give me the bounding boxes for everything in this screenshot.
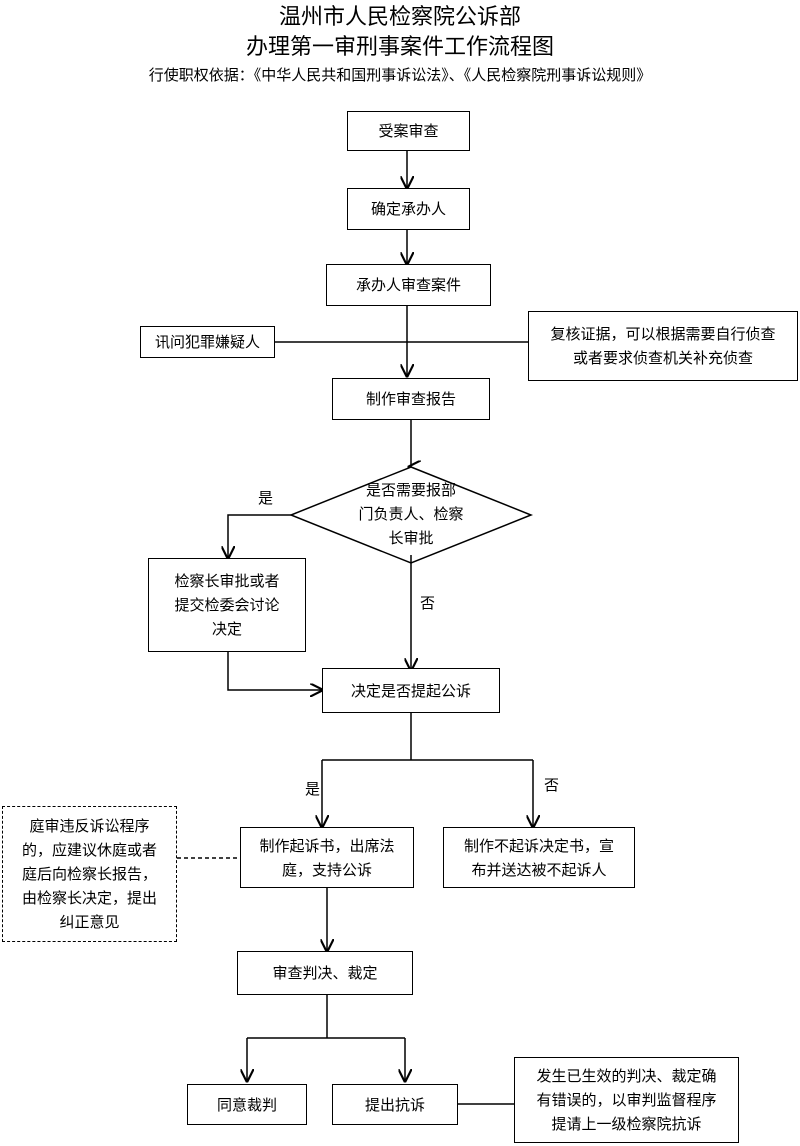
node-non-prosecution: 制作不起诉决定书，宣 布并送达被不起诉人 [443, 827, 635, 888]
note-court-procedure-violation: 庭审违反诉讼程序 的，应建议休庭或者 庭后向检察长报告， 由检察长决定，提出 纠… [2, 806, 177, 942]
node-verify-evidence: 复核证据，可以根据需要自行侦查 或者要求侦查机关补充侦查 [528, 311, 798, 381]
label-no-prosecute: 否 [544, 776, 560, 794]
node-indictment: 制作起诉书，出席法 庭，支持公诉 [240, 827, 414, 888]
node-prosecution-decision: 决定是否提起公诉 [322, 668, 500, 713]
legal-basis: 行使职权依据：《中华人民共和国刑事诉讼法》、《人民检察院刑事诉讼规则》 [148, 66, 652, 84]
node-interrogate-suspect: 讯问犯罪嫌疑人 [140, 326, 275, 358]
node-review-report: 制作审查报告 [332, 378, 490, 420]
label-yes-approval: 是 [258, 489, 274, 507]
node-agree-judgment: 同意裁判 [187, 1084, 307, 1125]
label-no-approval: 否 [420, 594, 436, 612]
node-review-judgment: 审查判决、裁定 [237, 951, 413, 995]
page-title-line2: 办理第一审刑事案件工作流程图 [245, 35, 554, 60]
node-file-protest: 提出抗诉 [332, 1084, 458, 1125]
label-yes-prosecute: 是 [305, 780, 321, 798]
node-chief-approval: 检察长审批或者 提交检委会讨论 决定 [148, 558, 306, 652]
node-decision-approval-needed: 是否需要报部 门负责人、检察 长审批 [358, 481, 464, 547]
node-receive-review: 受案审查 [347, 111, 470, 151]
node-trial-supervision: 发生已生效的判决、裁定确 有错误的，以审判监督程序 提请上一级检察院抗诉 [514, 1057, 739, 1143]
node-handler-review: 承办人审查案件 [326, 264, 491, 306]
node-assign-handler: 确定承办人 [347, 188, 470, 230]
page-title-line1: 温州市人民检察院公诉部 [278, 5, 521, 30]
